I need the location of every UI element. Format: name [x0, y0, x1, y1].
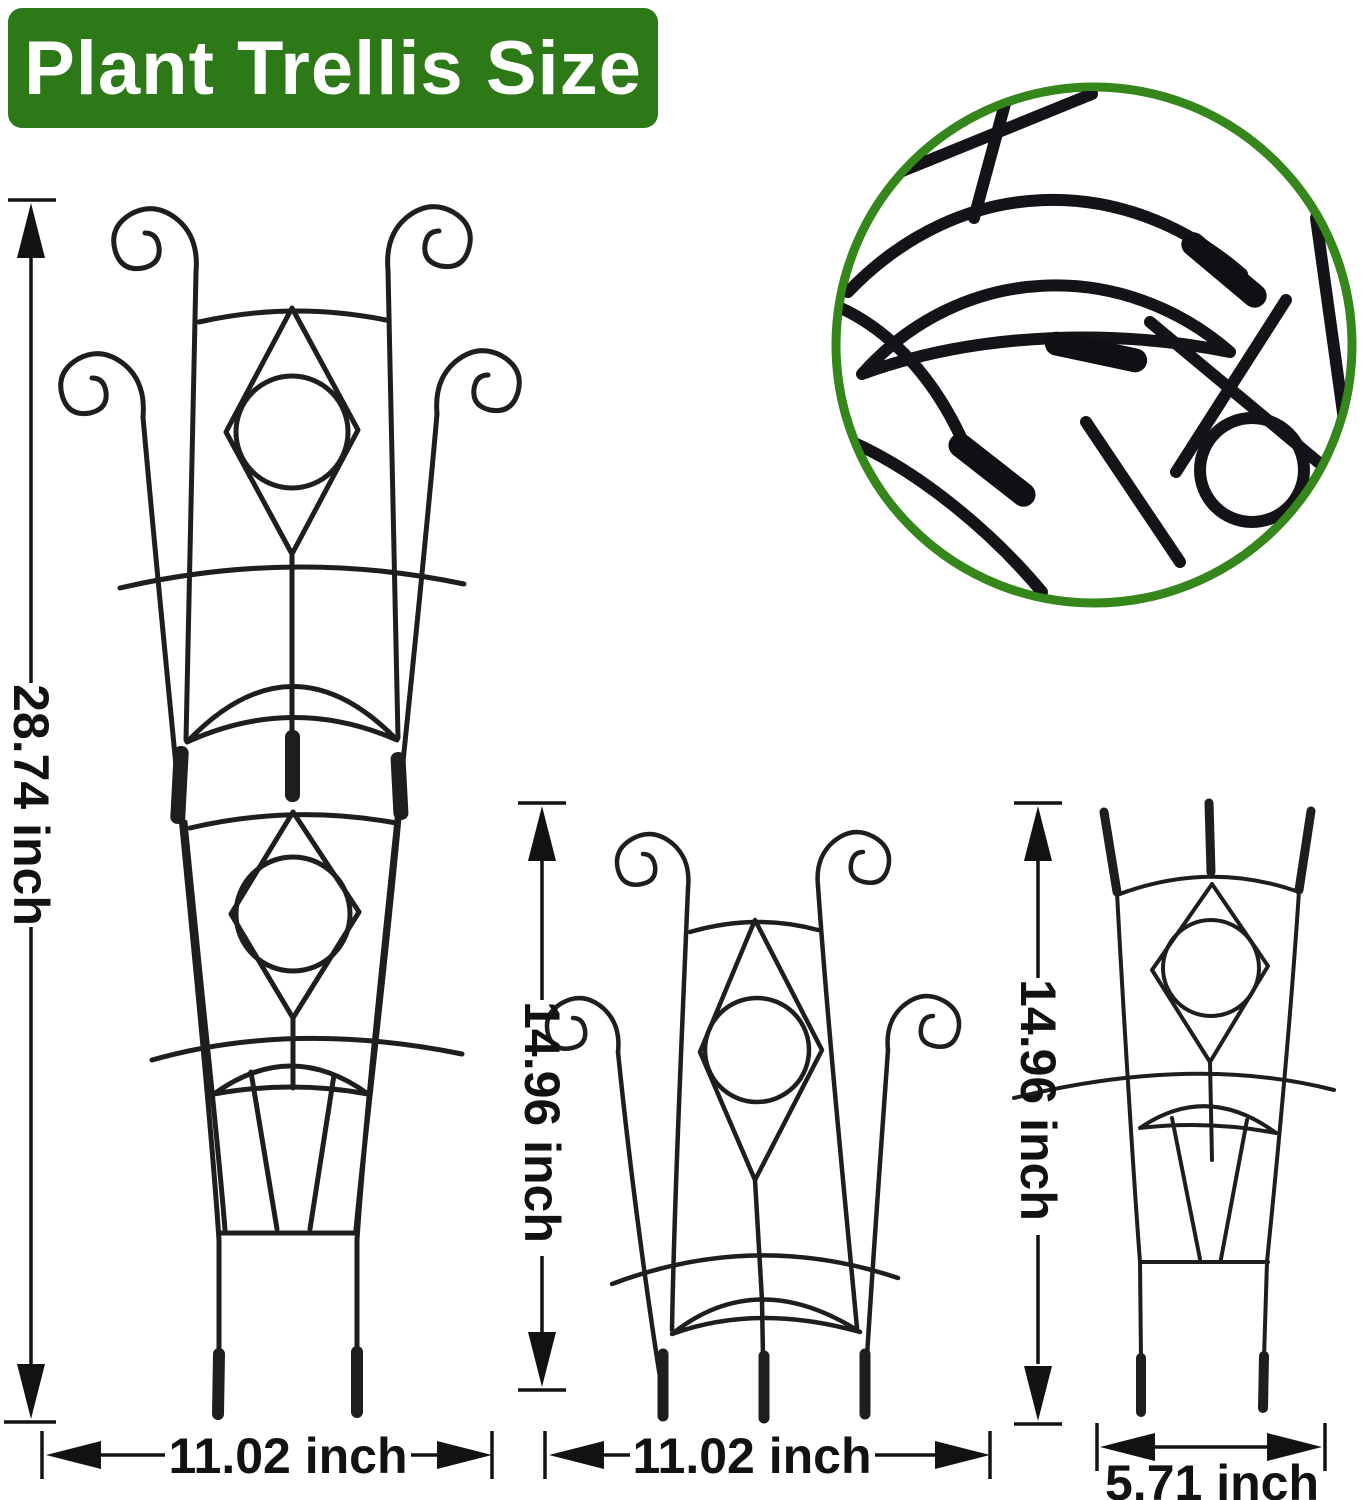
detail-connector-sleeves: [948, 232, 1267, 507]
arrow-down-icon: [528, 1332, 556, 1387]
trellis-large-circle-top: [233, 373, 351, 491]
detail-wire-loop: [1194, 412, 1310, 528]
title-banner: Plant Trellis Size: [8, 8, 658, 128]
dimension-large-height: 28.74 inch: [3, 198, 59, 1424]
trellis-small-posts: [1115, 889, 1301, 1362]
trellis-small-ornaments: [1012, 874, 1336, 1264]
connector-sleeve: [285, 730, 300, 802]
trellis-large: [58, 204, 522, 1420]
arrow-right-icon: [1267, 1433, 1322, 1461]
dimension-large-width: 11.02 inch: [40, 1428, 494, 1484]
arrow-up-icon: [1024, 806, 1052, 861]
detail-photo-content: [840, 91, 1348, 598]
detail-wires: [840, 91, 1348, 598]
trellis-small: [1012, 798, 1336, 1417]
medium-height-label: 14.96 inch: [514, 1001, 570, 1243]
trellis-medium-scrolls: [544, 829, 962, 1055]
arrow-left-icon: [1100, 1433, 1155, 1461]
page-title: Plant Trellis Size: [24, 25, 642, 111]
trellis-medium-posts: [615, 883, 891, 1419]
trellis-large-scrolls: [58, 204, 522, 420]
detail-sleeve: [1181, 232, 1267, 308]
connector-sleeve: [170, 745, 189, 824]
trellis-medium: [544, 829, 962, 1424]
medium-width-label: 11.02 inch: [632, 1428, 871, 1484]
dimension-small-width: 5.71 inch: [1095, 1423, 1327, 1500]
arrow-right-icon: [935, 1441, 990, 1469]
trellis-large-circle-bottom: [233, 854, 353, 974]
arrow-up-icon: [528, 806, 556, 861]
arrow-up-icon: [17, 203, 45, 258]
large-height-label: 28.74 inch: [3, 684, 59, 926]
connector-detail-photo: [831, 82, 1357, 608]
detail-sleeve: [948, 433, 1036, 507]
trellis-large-ornaments: [117, 305, 467, 1236]
trellis-medium-ornaments: [609, 917, 901, 1337]
trellis-medium-circle: [702, 995, 812, 1105]
trellis-large-posts: [140, 267, 440, 1355]
trellis-small-circle: [1161, 918, 1261, 1018]
arrow-down-icon: [17, 1364, 45, 1419]
trellis-large-stake-tips: [212, 1346, 363, 1420]
trellis-small-stake-tips: [1136, 1351, 1269, 1417]
dimension-medium-height: 14.96 inch: [514, 801, 570, 1392]
trellis-medium-stake-tips: [657, 1348, 871, 1424]
dimension-small-height: 14.96 inch: [1010, 801, 1066, 1426]
arrow-left-icon: [46, 1441, 101, 1469]
large-width-label: 11.02 inch: [168, 1428, 407, 1484]
trellis-large-connector-sleeves: [170, 730, 409, 824]
small-width-label: 5.71 inch: [1105, 1455, 1319, 1500]
trellis-small-top-stubs: [1099, 798, 1316, 897]
arrow-left-icon: [549, 1441, 604, 1469]
connector-sleeve: [390, 752, 409, 821]
detail-sleeve: [1044, 331, 1148, 373]
arrow-right-icon: [437, 1441, 492, 1469]
arrow-down-icon: [1024, 1366, 1052, 1421]
small-height-label: 14.96 inch: [1010, 979, 1066, 1221]
dimension-medium-width: 11.02 inch: [543, 1428, 992, 1484]
